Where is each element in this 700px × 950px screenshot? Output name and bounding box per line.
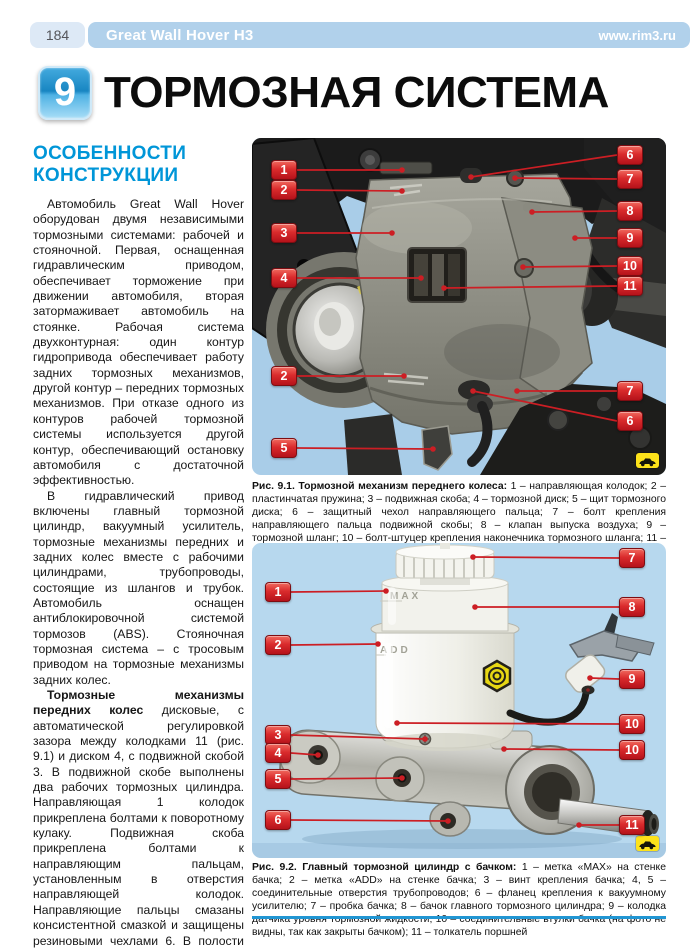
callout-label: 11: [617, 276, 643, 296]
caption-legend: 1 – метка «MAX» на стенке бачка; 2 – мет…: [252, 862, 666, 939]
chapter-title: ТОРМОЗНАЯ СИСТЕМА: [104, 68, 609, 117]
caption-title: Рис. 9.2. Главный тормозной цилиндр с ба…: [252, 862, 517, 873]
callout-label: 5: [271, 438, 297, 458]
header-bar: Great Wall Hover H3 www.rim3.ru: [88, 22, 690, 48]
header-url: www.rim3.ru: [598, 27, 676, 43]
callout-label: 4: [271, 268, 297, 288]
section-heading: ОСОБЕННОСТИ КОНСТРУКЦИИ: [33, 143, 244, 187]
section-heading-line1: ОСОБЕННОСТИ: [33, 143, 187, 164]
callout-label: 6: [617, 145, 643, 165]
callout-label: 2: [265, 635, 291, 655]
section-heading-line2: КОНСТРУКЦИИ: [33, 165, 179, 186]
paragraph: Тормозные механизмы передних колес диско…: [33, 688, 244, 950]
callout-label: 5: [265, 769, 291, 789]
paragraph: Автомобиль Great Wall Hover оборудован д…: [33, 197, 244, 488]
callout-label: 1: [271, 160, 297, 180]
section-divider-rule: [252, 916, 666, 919]
callout-label: 3: [271, 223, 297, 243]
callout-label: 7: [617, 381, 643, 401]
callout-label: 9: [617, 228, 643, 248]
callout-label: 4: [265, 743, 291, 763]
figure-9-2-caption: Рис. 9.2. Главный тормозной цилиндр с ба…: [252, 861, 666, 940]
callout-label: 10: [619, 714, 645, 734]
callout-label: 7: [617, 169, 643, 189]
photo-marker-icon: [636, 836, 659, 851]
photo-marker-icon: [636, 453, 659, 468]
callout-label: 10: [617, 256, 643, 276]
callout-label: 3: [265, 725, 291, 745]
callout-label: 2: [271, 366, 297, 386]
car-icon: [639, 840, 656, 849]
callout-label: 6: [617, 411, 643, 431]
article-column: ОСОБЕННОСТИ КОНСТРУКЦИИ Автомобиль Great…: [33, 143, 244, 950]
callout-label: 11: [619, 815, 645, 835]
callout-label: 2: [271, 180, 297, 200]
master-cylinder-illustration: MAX ADD: [252, 543, 666, 858]
article-body: Автомобиль Great Wall Hover оборудован д…: [33, 197, 244, 950]
callout-label: 1: [265, 582, 291, 602]
caption-title: Рис. 9.1. Тормозной механизм переднего к…: [252, 481, 508, 492]
brake-caliper-illustration: [252, 138, 666, 475]
callout-label: 7: [619, 548, 645, 568]
header-title: Great Wall Hover H3: [106, 26, 254, 44]
add-mark: ADD: [380, 645, 411, 656]
figure-9-2-photo: MAX ADD: [252, 543, 666, 858]
callout-label: 9: [619, 669, 645, 689]
callout-label: 6: [265, 810, 291, 830]
callout-label: 10: [619, 740, 645, 760]
max-mark: MAX: [390, 591, 421, 602]
chapter-number-badge: 9: [38, 66, 92, 120]
callout-label: 8: [619, 597, 645, 617]
callout-label: 8: [617, 201, 643, 221]
page-number: 184: [30, 22, 85, 48]
car-icon: [639, 457, 656, 466]
paragraph: В гидравлический привод включены главный…: [33, 488, 244, 687]
